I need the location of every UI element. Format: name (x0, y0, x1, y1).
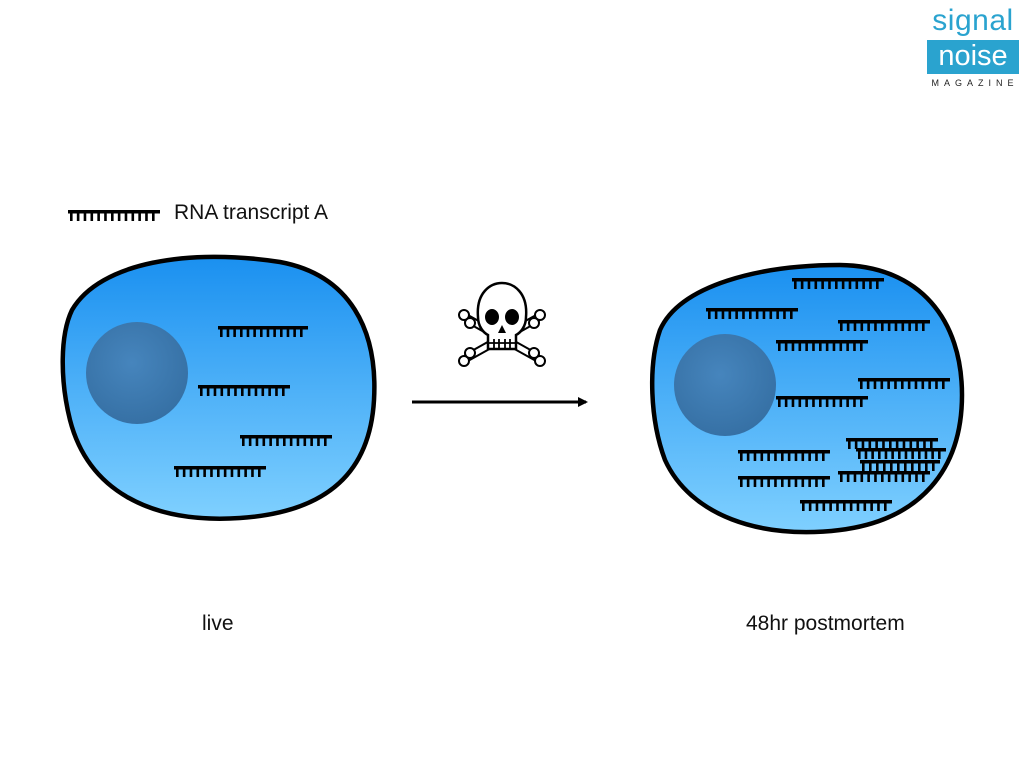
postmortem-cell (649, 262, 965, 535)
rna-transcript-icon (856, 448, 946, 459)
live-cell (60, 254, 377, 521)
legend-label: RNA transcript A (174, 201, 329, 224)
postmortem-cell-nucleus (674, 334, 776, 436)
legend-transcript-icon (68, 210, 160, 221)
live-cell-nucleus (86, 322, 188, 424)
rna-transcript-icon (838, 471, 930, 482)
rna-transcript-icon (800, 500, 892, 511)
rna-transcript-icon (776, 396, 868, 407)
rna-transcript-icon (218, 326, 308, 337)
rna-transcript-icon (738, 450, 830, 461)
rna-transcript-icon (68, 210, 160, 221)
skull-and-crossbones-icon (458, 281, 546, 367)
rna-transcript-icon (860, 460, 940, 471)
rna-transcript-icon (792, 278, 884, 289)
rna-transcript-icon (174, 466, 266, 477)
rna-transcript-icon (846, 438, 938, 449)
live-cell-transcripts (174, 326, 332, 477)
rna-transcript-icon (706, 308, 798, 319)
rna-transcript-icon (838, 320, 930, 331)
rna-transcript-icon (198, 385, 290, 396)
rna-transcript-icon (776, 340, 868, 351)
rna-transcript-icon (858, 378, 950, 389)
logo-magazine-text: MAGAZINE (931, 78, 1019, 88)
live-cell-label: live (202, 612, 234, 635)
brand-logo: signal noise MAGAZINE (926, 4, 1020, 88)
rna-transcript-icon (240, 435, 332, 446)
logo-noise-text: noise (927, 40, 1019, 74)
postmortem-cell-transcripts (706, 278, 950, 511)
postmortem-cell-label: 48hr postmortem (746, 612, 905, 635)
rna-transcript-icon (738, 476, 830, 487)
logo-signal-text: signal (932, 4, 1014, 37)
